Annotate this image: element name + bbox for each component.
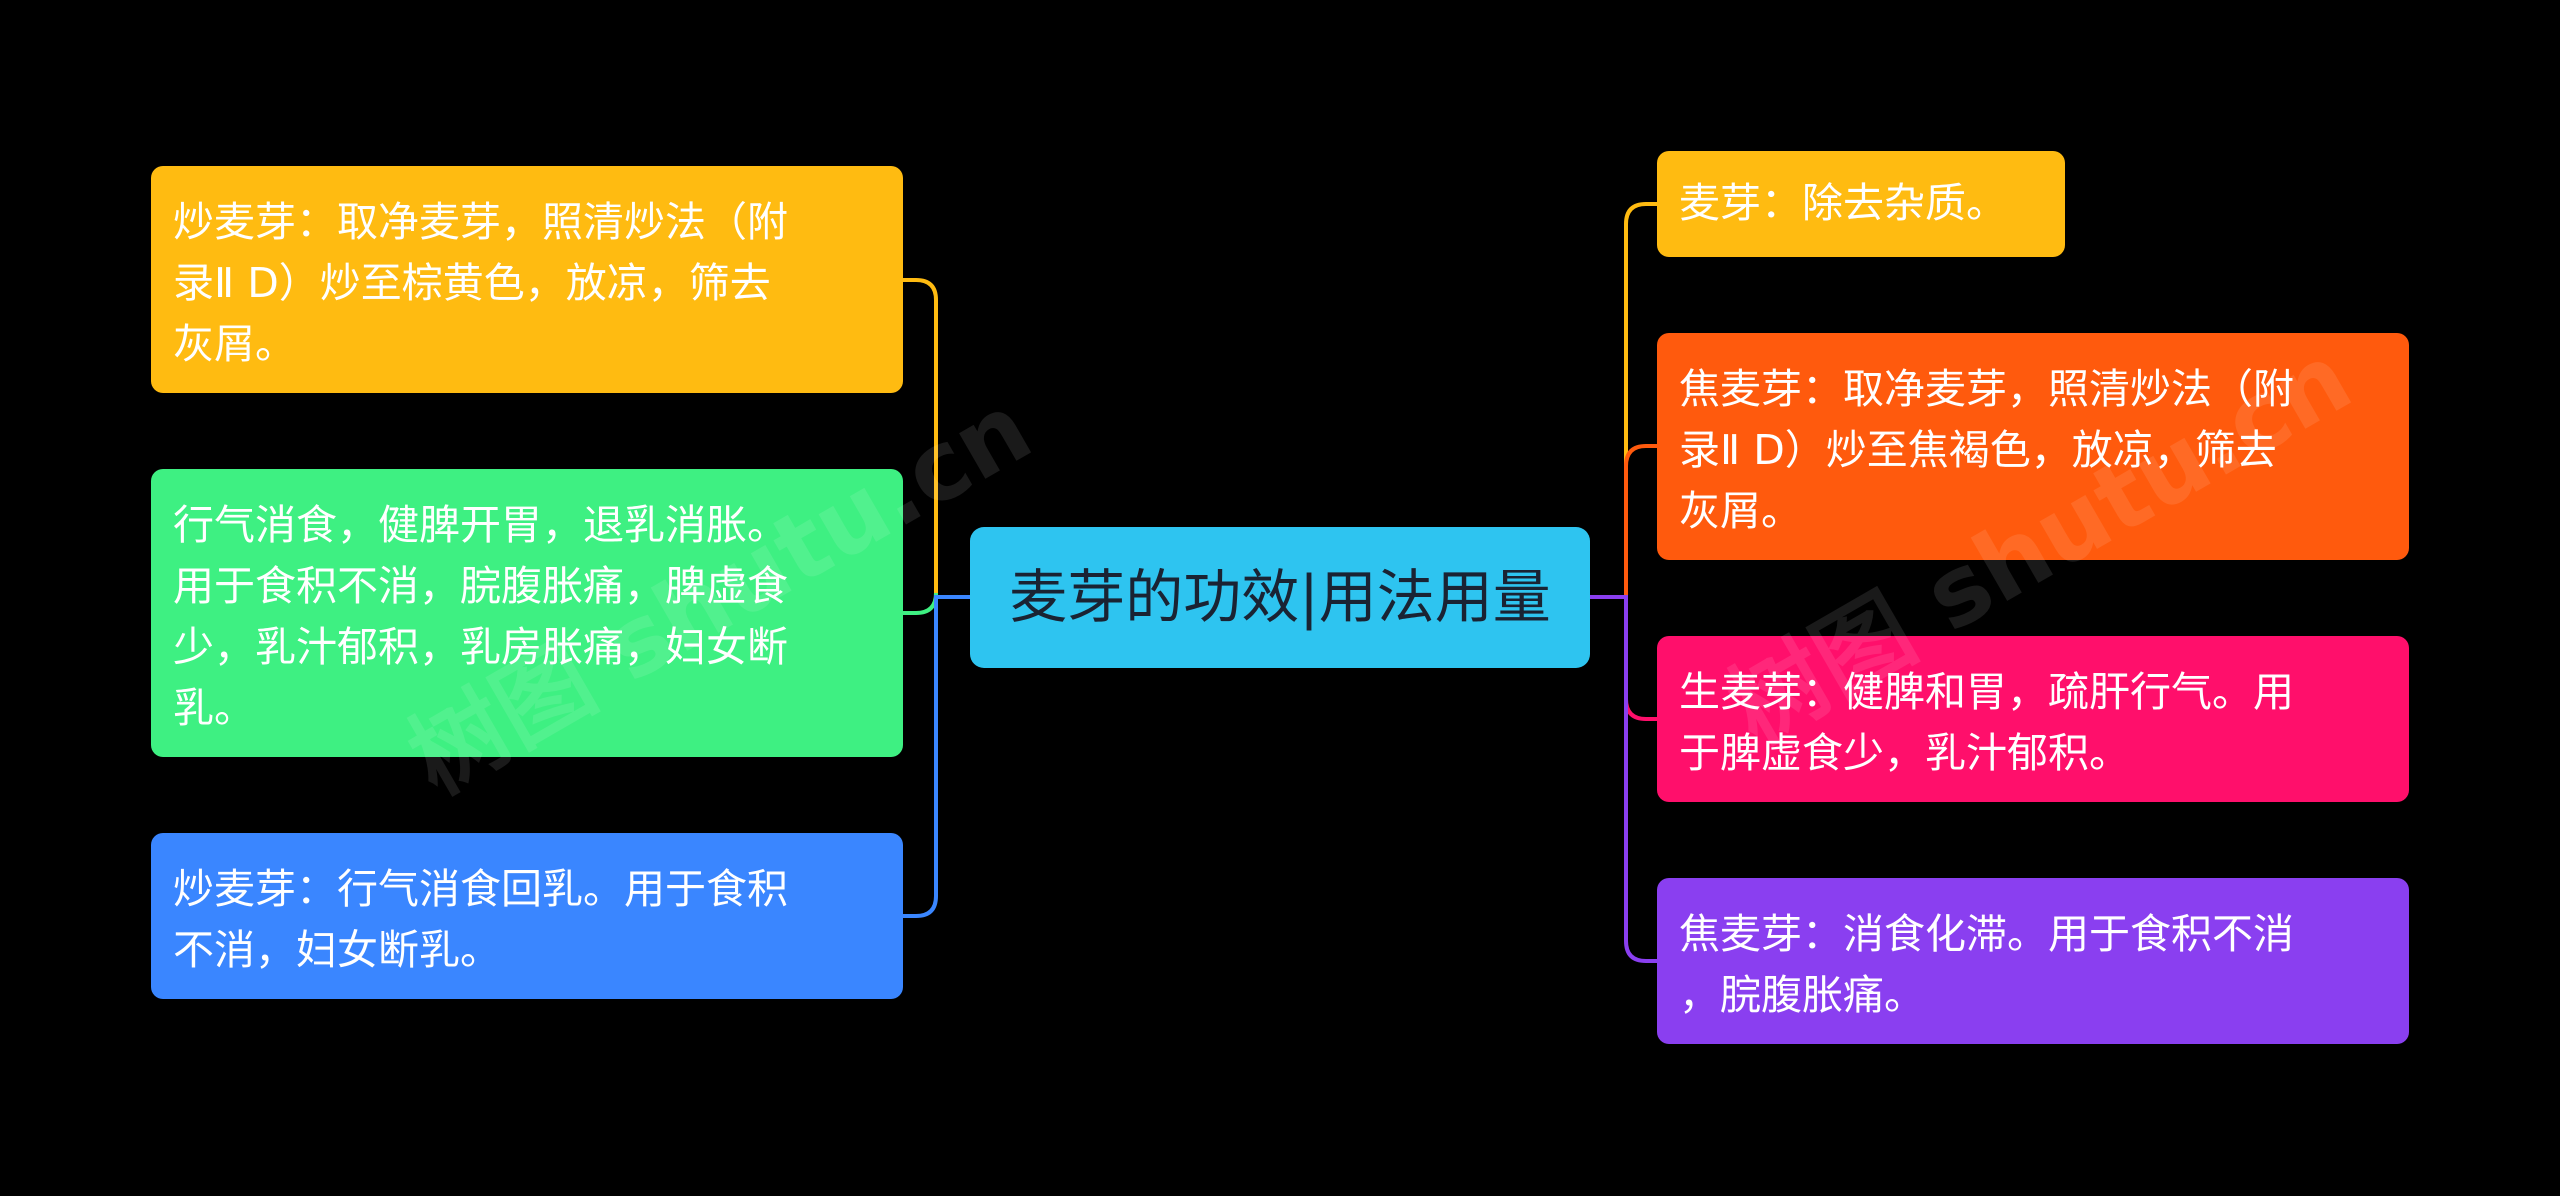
left-node-stir-fried-preparation[interactable]: 炒麦芽：取净麦芽，照清炒法（附 录Ⅱ D）炒至棕黄色，放凉，筛去 灰屑。 [151, 166, 903, 393]
connector-left-3 [903, 595, 970, 918]
right-node-charred-preparation[interactable]: 焦麦芽：取净麦芽，照清炒法（附 录Ⅱ D）炒至焦褐色，放凉，筛去 灰屑。 [1657, 333, 2409, 560]
connector-left-2 [903, 592, 970, 615]
left-node-functions-indications[interactable]: 行气消食，健脾开胃，退乳消胀。 用于食积不消，脘腹胀痛，脾虚食 少，乳汁郁积，乳… [151, 469, 903, 757]
central-topic[interactable]: 麦芽的功效|用法用量 [970, 527, 1590, 668]
connector-right-3 [1590, 595, 1657, 721]
connector-right-1 [1590, 202, 1657, 599]
connector-right-4 [1590, 595, 1657, 963]
left-node-stir-fried-effect[interactable]: 炒麦芽：行气消食回乳。用于食积 不消，妇女断乳。 [151, 833, 903, 999]
connector-left-1 [903, 278, 970, 599]
connector-right-2 [1590, 444, 1657, 599]
right-node-raw-effect[interactable]: 生麦芽：健脾和胃，疏肝行气。用 于脾虚食少，乳汁郁积。 [1657, 636, 2409, 802]
right-node-charred-effect[interactable]: 焦麦芽：消食化滞。用于食积不消 ，脘腹胀痛。 [1657, 878, 2409, 1044]
right-node-raw-processing[interactable]: 麦芽：除去杂质。 [1657, 151, 2065, 257]
